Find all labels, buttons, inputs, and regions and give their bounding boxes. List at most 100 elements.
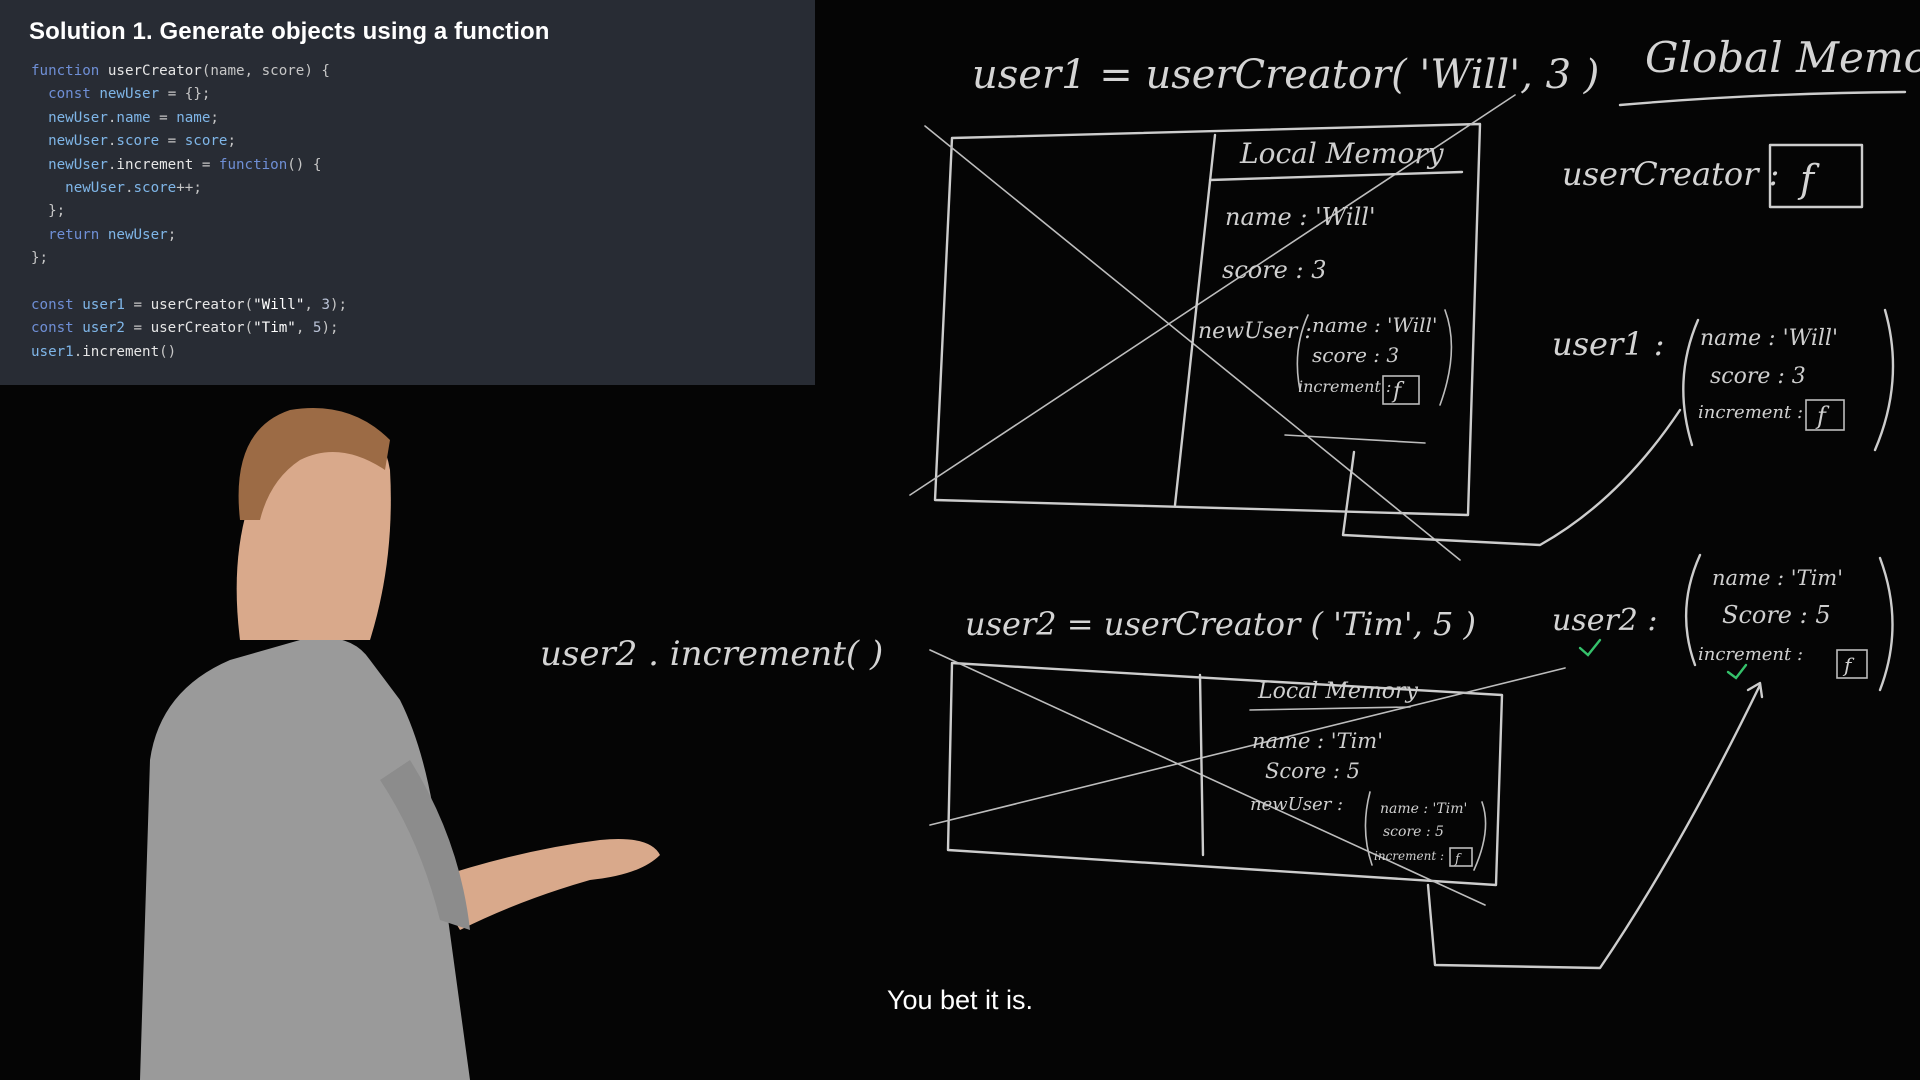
code-token: = xyxy=(159,133,185,150)
code-line: }; xyxy=(31,247,786,270)
lm2-name: name : 'Tim' xyxy=(1252,729,1383,753)
gm-usercreator-function-box xyxy=(1768,143,1864,209)
code-line: const user2 = userCreator("Tim", 5); xyxy=(31,317,786,340)
code-line: const user1 = userCreator("Will", 3); xyxy=(31,294,786,317)
code-token: ( xyxy=(244,320,254,337)
gm-user2-f: f xyxy=(1842,653,1855,677)
code-token: newUser xyxy=(31,179,125,196)
call1-text: user1 = userCreator( 'Will', 3 ) xyxy=(972,52,1599,98)
code-token: ; xyxy=(227,133,237,150)
code-token: . xyxy=(107,133,117,150)
code-token: = {}; xyxy=(159,86,211,103)
code-token: userCreator xyxy=(150,320,245,337)
code-token: user1 xyxy=(31,343,74,360)
lm2-obj-score: score : 5 xyxy=(1383,824,1444,840)
code-token: = xyxy=(150,109,177,126)
lm2-newuser-label: newUser : xyxy=(1250,794,1343,815)
code-token: }; xyxy=(31,250,49,267)
code-line: user1.increment() xyxy=(31,341,786,364)
code-token: ); xyxy=(330,296,348,313)
lm2-obj-increment: increment : xyxy=(1374,849,1444,863)
code-token: }; xyxy=(31,203,66,220)
code-line: return newUser; xyxy=(31,224,786,247)
execution-context-1: Local Memory name : 'Will' score : 3 new… xyxy=(909,94,1682,561)
code-token: "Tim" xyxy=(253,320,296,337)
gm-user1-name: name : 'Will' xyxy=(1700,326,1838,351)
code-token: ++; xyxy=(176,179,202,196)
code-token: return xyxy=(48,226,100,243)
code-token: user1 xyxy=(73,296,125,313)
gm-user2-label: user2 : xyxy=(1552,603,1658,638)
lm1-name: name : 'Will' xyxy=(1225,203,1376,231)
code-token: name xyxy=(176,109,211,126)
code-token: . xyxy=(73,343,83,360)
code-token: newUser xyxy=(31,109,108,126)
gm-usercreator-f: f xyxy=(1797,157,1820,201)
local-memory-1-title: Local Memory xyxy=(1239,137,1445,170)
lm1-obj-name: name : 'Will' xyxy=(1312,313,1437,337)
lm2-f: f xyxy=(1454,852,1462,867)
code-token: newUser xyxy=(90,86,160,103)
code-token: newUser xyxy=(99,226,168,243)
presenter xyxy=(140,408,660,1080)
local-memory-2-title: Local Memory xyxy=(1257,679,1418,704)
code-token: 5 xyxy=(312,320,322,337)
code-line: }; xyxy=(31,200,786,223)
lm1-score: score : 3 xyxy=(1222,256,1327,284)
code-line: newUser.score++; xyxy=(31,177,786,200)
code-token: score xyxy=(116,133,160,150)
side-call-text: user2 . increment( ) xyxy=(540,634,883,674)
code-token: = xyxy=(124,320,151,337)
gm-user1-score: score : 3 xyxy=(1710,364,1806,389)
code-token: = xyxy=(124,296,151,313)
code-token: const xyxy=(48,86,91,103)
code-token: newUser xyxy=(31,133,108,150)
gm-user2-score: Score : 5 xyxy=(1722,601,1831,629)
code-token: ; xyxy=(167,226,177,243)
code-line: function userCreator(name, score) { xyxy=(31,60,786,83)
code-token: newUser xyxy=(31,156,108,173)
code-token: const xyxy=(31,296,74,313)
code-token: , xyxy=(295,320,313,337)
lm2-obj-name: name : 'Tim' xyxy=(1380,801,1467,817)
code-token: increment xyxy=(82,343,160,360)
gm-user1-f: f xyxy=(1815,402,1830,430)
code-token: . xyxy=(124,179,134,196)
code-token: . xyxy=(107,109,117,126)
code-token: increment xyxy=(116,156,194,173)
code-token: ; xyxy=(210,109,219,126)
code-slide-panel: Solution 1. Generate objects using a fun… xyxy=(0,0,815,385)
code-line xyxy=(31,271,786,294)
execution-context-2: Local Memory name : 'Tim' Score : 5 newU… xyxy=(929,649,1764,970)
code-token: name xyxy=(116,109,151,126)
gm-user2-name: name : 'Tim' xyxy=(1712,566,1843,590)
code-token: function xyxy=(31,63,100,79)
code-token: 3 xyxy=(321,296,330,313)
code-token: , xyxy=(304,296,322,313)
gm-user2-increment: increment : xyxy=(1698,644,1803,665)
code-token: userCreator xyxy=(99,63,202,79)
lm1-obj-score: score : 3 xyxy=(1312,343,1399,367)
code-line: const newUser = {}; xyxy=(31,83,786,106)
code-token: "Will" xyxy=(253,296,305,313)
code-token: (name, score) { xyxy=(201,63,330,79)
subtitle-caption: You bet it is. xyxy=(886,985,1034,1015)
gm-usercreator-label: userCreator : xyxy=(1562,155,1779,193)
code-block: function userCreator(name, score) { cons… xyxy=(29,60,786,364)
lm1-newuser-label: newUser : xyxy=(1198,319,1312,344)
code-token: = xyxy=(193,156,219,173)
global-memory-title: Global Memory xyxy=(1645,33,1920,82)
code-token: score xyxy=(133,179,177,196)
code-token: ); xyxy=(321,320,339,337)
code-token: () { xyxy=(287,156,322,173)
code-token: . xyxy=(107,156,117,173)
code-token: score xyxy=(184,133,228,150)
code-line: newUser.score = score; xyxy=(31,130,786,153)
code-line: newUser.increment = function() { xyxy=(31,154,786,177)
code-token: const xyxy=(31,320,74,337)
gm-user1-increment: increment : xyxy=(1698,402,1803,423)
code-token: () xyxy=(159,343,177,360)
code-token: function xyxy=(218,156,288,173)
